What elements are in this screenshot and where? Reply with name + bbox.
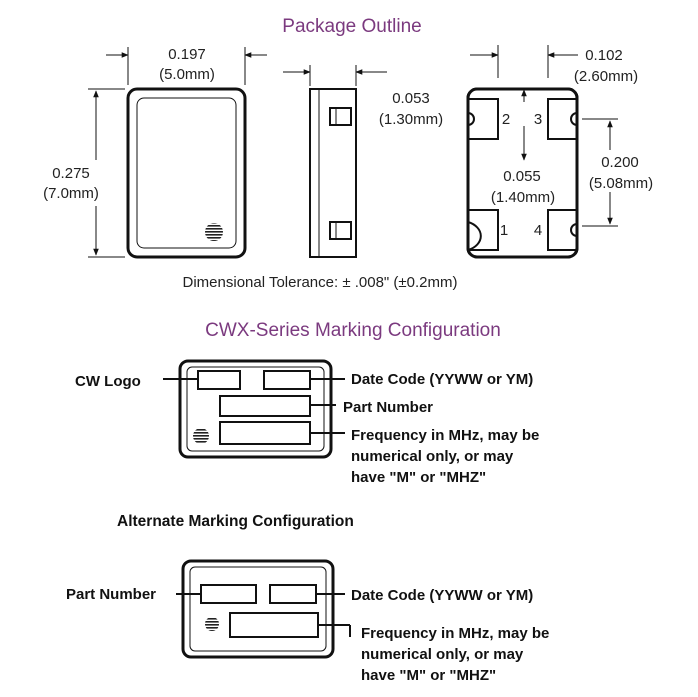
height-mm-label: (7.0mm) xyxy=(43,185,99,202)
cw-logo-box xyxy=(197,370,241,390)
height-inch-label: 0.275 xyxy=(52,165,90,182)
pad-pitch-dimension: 0.200 (5.08mm) xyxy=(582,118,653,227)
top-view xyxy=(126,87,247,259)
package-outline-title: Package Outline xyxy=(282,16,421,37)
pad-height-inch-label: 0.055 xyxy=(503,168,541,185)
pad-pitch-inch-label: 0.200 xyxy=(601,154,639,171)
pin1-marker-dot xyxy=(205,223,223,241)
pad-height-dimension: 0.055 (1.40mm) xyxy=(491,89,555,206)
cw-logo-label: CW Logo xyxy=(75,373,141,390)
alt-frequency-label-line2: numerical only, or may xyxy=(361,646,524,663)
pin-label-2: 2 xyxy=(502,111,510,128)
marking-package xyxy=(178,359,333,459)
pad-width-mm-label: (2.60mm) xyxy=(574,68,638,85)
frequency-label-line2: numerical only, or may xyxy=(351,448,514,465)
alt-part-number-box xyxy=(200,584,257,604)
alt-frequency-box xyxy=(229,612,319,638)
date-code-box xyxy=(263,370,311,390)
pin-label-1: 1 xyxy=(500,222,508,239)
width-inch-label: 0.197 xyxy=(168,46,206,63)
alt-date-code-box xyxy=(269,584,317,604)
frequency-box xyxy=(219,421,311,445)
part-number-box xyxy=(219,395,311,417)
width-mm-label: (5.0mm) xyxy=(159,66,215,83)
height-dimension: 0.275 (7.0mm) xyxy=(43,88,125,258)
alt-part-number-label: Part Number xyxy=(66,586,156,603)
marking-title: CWX-Series Marking Configuration xyxy=(205,320,501,341)
alt-frequency-label-line3: have "M" or "MHZ" xyxy=(361,667,496,684)
date-code-label: Date Code (YYWW or YM) xyxy=(351,371,533,388)
part-number-label: Part Number xyxy=(343,399,433,416)
thickness-mm-label: (1.30mm) xyxy=(379,111,443,128)
alternate-title: Alternate Marking Configuration xyxy=(117,513,354,530)
pad-height-mm-label: (1.40mm) xyxy=(491,189,555,206)
alternate-package xyxy=(181,559,335,659)
pin-label-3: 3 xyxy=(534,111,542,128)
dimensional-tolerance: Dimensional Tolerance: ± .008" (±0.2mm) xyxy=(183,274,458,291)
width-dimension: 0.197 (5.0mm) xyxy=(106,46,267,85)
alt-frequency-label-line1: Frequency in MHz, may be xyxy=(361,625,549,642)
marking-pin1-dot xyxy=(193,428,209,444)
pin-label-4: 4 xyxy=(534,222,542,239)
pad-pitch-mm-label: (5.08mm) xyxy=(589,175,653,192)
side-view xyxy=(309,88,357,258)
pad-width-inch-label: 0.102 xyxy=(585,47,623,64)
thickness-dimension: 0.053 (1.30mm) xyxy=(283,65,443,128)
frequency-label-line1: Frequency in MHz, may be xyxy=(351,427,539,444)
pad-width-dimension: 0.102 (2.60mm) xyxy=(470,45,638,85)
thickness-inch-label: 0.053 xyxy=(392,90,430,107)
alt-pin1-dot xyxy=(205,617,219,631)
alt-date-code-label: Date Code (YYWW or YM) xyxy=(351,587,533,604)
frequency-label-line3: have "M" or "MHZ" xyxy=(351,469,486,486)
